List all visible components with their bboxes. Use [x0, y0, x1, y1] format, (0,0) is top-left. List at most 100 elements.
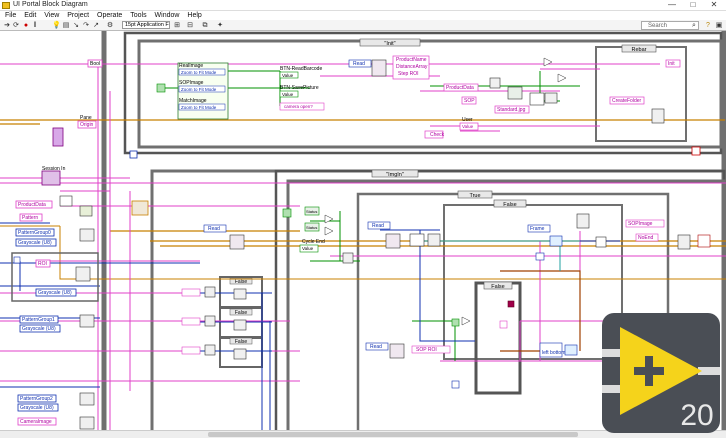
read-node-3[interactable] — [367, 221, 391, 230]
case-label-false-main[interactable] — [493, 199, 527, 208]
stop-constant[interactable] — [507, 300, 515, 308]
close-button[interactable]: ✕ — [710, 0, 718, 9]
case-label-false-2[interactable] — [229, 308, 253, 316]
concat-subvi[interactable] — [529, 92, 545, 106]
value-2-node[interactable] — [279, 90, 299, 98]
reorder-icon[interactable]: ⧉ — [202, 22, 208, 29]
menu-view[interactable]: View — [44, 12, 60, 19]
zoom-fit-3[interactable] — [178, 103, 226, 111]
menu-file[interactable]: File — [5, 12, 17, 19]
menu-window[interactable]: Window — [154, 12, 180, 19]
small-subvi-2[interactable] — [204, 315, 216, 327]
horizontal-scrollbar[interactable] — [0, 430, 726, 438]
output-subvi-2[interactable] — [697, 234, 711, 248]
imaq-subvi-5[interactable] — [79, 314, 95, 328]
pause-icon[interactable]: ‖ — [33, 22, 37, 29]
value-4-node[interactable] — [299, 244, 319, 253]
run-continuously-icon[interactable]: ⟳ — [13, 22, 19, 29]
frame-node[interactable] — [527, 224, 551, 233]
status-node-1[interactable] — [304, 206, 320, 216]
loop-iteration-3[interactable] — [13, 256, 21, 264]
menu-project[interactable]: Project — [67, 12, 90, 19]
product-data-2-node[interactable] — [443, 83, 479, 92]
grayscale-u8-control-1[interactable] — [15, 238, 57, 247]
imaq-subvi-7[interactable] — [79, 416, 95, 430]
zoom-fit-1[interactable] — [178, 68, 226, 76]
zoom-fit-2[interactable] — [178, 85, 226, 93]
bool-constant-imgin[interactable] — [282, 208, 292, 218]
clean-up-icon[interactable]: ⚙ — [106, 22, 114, 29]
image-subvi-2[interactable] — [427, 233, 441, 247]
case-structure-false-main[interactable] — [443, 204, 623, 360]
session-node[interactable] — [131, 200, 149, 216]
imaq-subvi-1[interactable] — [59, 195, 73, 207]
pink-node-3[interactable] — [181, 346, 201, 355]
abort-icon[interactable]: ● — [23, 22, 29, 29]
sop-image-2-node[interactable] — [625, 219, 665, 228]
pink-node-1[interactable] — [181, 288, 201, 297]
case-label-false-inner[interactable] — [483, 281, 513, 290]
session-in-control[interactable] — [41, 170, 61, 186]
imaq-subvi-4[interactable] — [75, 266, 91, 282]
case-structure-imgin[interactable] — [286, 179, 726, 430]
inner-subvi-1[interactable] — [233, 288, 247, 300]
create-folder-node[interactable] — [609, 96, 645, 105]
case-label-init[interactable] — [359, 38, 421, 47]
loop-iteration-2[interactable] — [451, 380, 460, 389]
position-subvi[interactable] — [564, 344, 578, 356]
unbundle-product[interactable] — [392, 55, 430, 80]
image-subvi-1[interactable] — [409, 233, 425, 247]
merge-subvi[interactable] — [595, 236, 607, 248]
pattern-group0-control[interactable] — [15, 228, 55, 237]
roi-control[interactable] — [35, 259, 51, 268]
search-icon[interactable]: ⌕ — [692, 22, 696, 29]
compare-gate-3[interactable] — [461, 316, 471, 326]
file-subvi-4[interactable] — [389, 343, 405, 359]
case-label-rebar[interactable] — [621, 44, 657, 53]
small-subvi-1[interactable] — [204, 286, 216, 298]
status-node-2[interactable] — [304, 222, 320, 232]
menu-edit[interactable]: Edit — [24, 12, 37, 19]
frame-subvi[interactable] — [549, 235, 563, 247]
distribute-objects-icon[interactable]: ⊟ — [187, 22, 193, 29]
menu-tools[interactable]: Tools — [130, 12, 147, 19]
maximize-button[interactable]: □ — [690, 0, 696, 9]
case-structure-init[interactable] — [137, 39, 723, 149]
camera-image-control[interactable] — [17, 417, 57, 426]
grayscale-u8-control-2[interactable] — [35, 288, 77, 297]
bool-control[interactable] — [87, 59, 103, 68]
menu-operate[interactable]: Operate — [97, 12, 123, 19]
standard-jpg-node[interactable] — [494, 105, 530, 114]
select-node[interactable] — [342, 252, 354, 264]
compare-gate-2[interactable] — [557, 73, 567, 83]
left-bottom-node[interactable] — [539, 342, 563, 358]
case-label-false-1[interactable] — [229, 277, 253, 285]
imaq-subvi-3[interactable] — [79, 228, 95, 242]
minimize-button[interactable]: — — [668, 0, 676, 9]
and-gate-1[interactable] — [324, 214, 334, 224]
inner-subvi-3[interactable] — [233, 348, 247, 360]
pattern-group2-control[interactable] — [17, 394, 57, 403]
check-node[interactable] — [424, 130, 444, 139]
block-diagram-canvas[interactable]: "Init" Rebar "ImgIn" True False False Fa… — [0, 31, 726, 430]
clean-diagram-icon[interactable]: ✦ — [217, 22, 223, 29]
run-arrow-icon[interactable]: ➔ — [4, 22, 10, 29]
value-3-node[interactable] — [459, 122, 479, 131]
small-subvi-3[interactable] — [204, 344, 216, 356]
bool-constant-2[interactable] — [451, 318, 460, 327]
product-data-control[interactable] — [15, 200, 53, 209]
index-pink[interactable] — [499, 320, 508, 329]
imaq-subvi-2[interactable] — [79, 205, 93, 217]
grayscale-u8-control-4[interactable] — [17, 403, 59, 412]
file-subvi-1[interactable] — [371, 59, 387, 77]
and-gate-2[interactable] — [324, 226, 334, 236]
imaq-subvi-6[interactable] — [79, 392, 95, 406]
case-label-false-3[interactable] — [229, 337, 253, 345]
read-node-1[interactable] — [348, 59, 372, 68]
step-into-icon[interactable]: ↘ — [73, 22, 79, 29]
read-node-2[interactable] — [203, 224, 227, 233]
subdiagram-roi[interactable] — [11, 252, 99, 302]
origin-control[interactable] — [77, 120, 97, 129]
pink-node-2[interactable] — [181, 317, 201, 326]
step-out-icon[interactable]: ↗ — [93, 22, 99, 29]
